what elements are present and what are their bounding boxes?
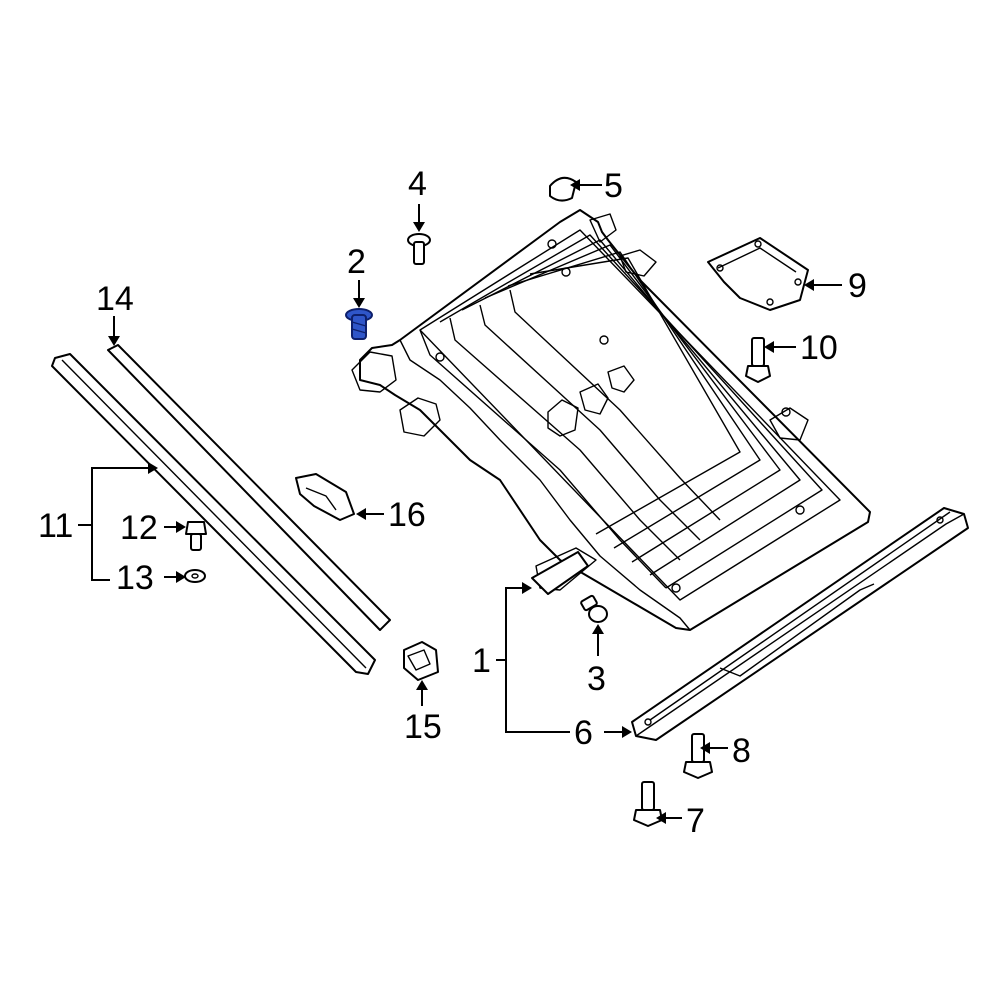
callout-12: 12 [120,509,158,547]
callout-3: 3 [587,660,606,698]
part-7-bolt[interactable] [633,781,663,827]
callout-10: 10 [800,329,838,367]
callout-5: 5 [604,167,623,205]
part-6-crossmember[interactable] [631,507,969,741]
callout-2: 2 [347,243,366,281]
callout-labels: 1 2 3 4 5 6 7 8 9 10 11 12 13 14 15 16 [38,165,867,840]
callout-13: 13 [116,559,154,597]
part-5-cap[interactable] [549,176,577,202]
part-12-bolt[interactable] [185,521,207,551]
callout-15: 15 [404,708,442,746]
part-15-block[interactable] [403,641,439,681]
callout-14: 14 [96,280,134,318]
part-10-bolt[interactable] [745,337,771,383]
part-11-rail[interactable] [51,353,376,675]
part-1-bracket[interactable] [531,551,589,595]
part-16-clip[interactable] [295,473,355,521]
part-3-bolt[interactable] [580,594,608,623]
callout-9: 9 [848,267,867,305]
part-14-rail[interactable] [107,344,391,631]
callout-11: 11 [38,507,73,545]
part-4-bolt[interactable] [407,233,431,265]
callout-1: 1 [472,642,491,680]
callout-4: 4 [408,165,427,203]
callout-8: 8 [732,732,751,770]
callout-6: 6 [574,714,593,752]
part-9-plate[interactable] [707,237,809,311]
part-2-bolt[interactable] [345,308,373,340]
part-8-bolt[interactable] [683,733,713,779]
bed-floor-panel[interactable] [351,209,871,631]
callout-7: 7 [686,802,705,840]
callout-16: 16 [388,496,426,534]
part-13-washer[interactable] [184,569,206,583]
leader-lines [78,179,842,824]
